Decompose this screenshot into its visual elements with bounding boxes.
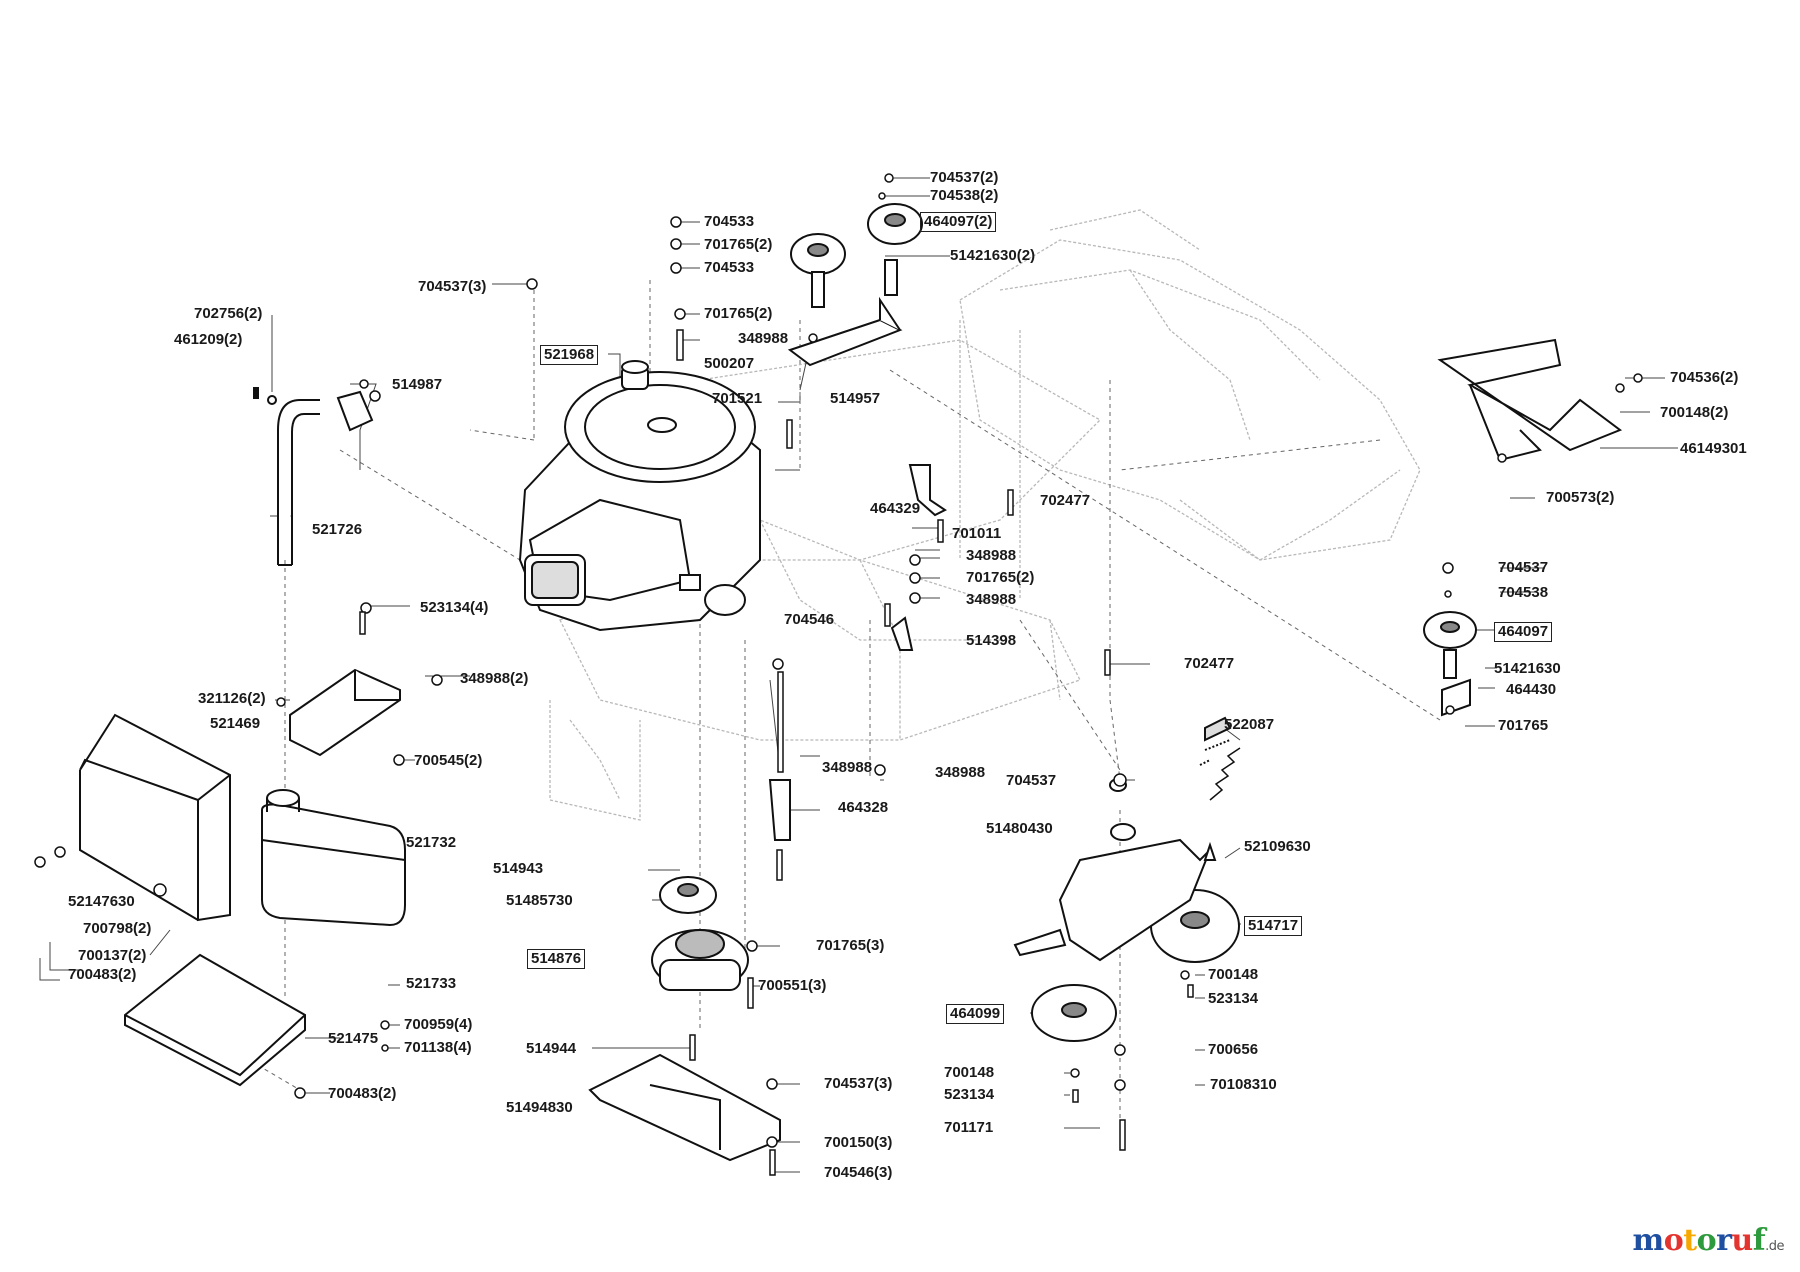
spring: [1209, 747, 1241, 801]
callout-704546: 704546: [784, 611, 835, 628]
callout-700483-2-b: 700483(2): [328, 1085, 397, 1102]
callout-700148-a: 700148: [1208, 966, 1259, 983]
callout-704537-3-b: 704537(3): [824, 1075, 893, 1092]
callout-514957: 514957: [830, 390, 881, 407]
callout-348988-2: 348988(2): [460, 670, 529, 687]
callout-701765: 701765: [1498, 717, 1549, 734]
callout-514876: 514876: [527, 949, 586, 969]
assembly-lines: [231, 280, 1441, 1120]
callout-700656: 700656: [1208, 1041, 1259, 1058]
callout-464097-2: 464097(2): [920, 212, 997, 232]
callout-51421630-2: 51421630(2): [950, 247, 1036, 264]
callout-521968: 521968: [540, 345, 599, 365]
idler-arm: [1013, 716, 1232, 962]
callout-51485730: 51485730: [506, 892, 573, 909]
callout-700137-2: 700137(2): [78, 947, 147, 964]
callout-702477-b: 702477: [1184, 655, 1235, 672]
callout-521733: 521733: [406, 975, 457, 992]
callout-702477-a: 702477: [1040, 492, 1091, 509]
callout-464328: 464328: [838, 799, 889, 816]
engine: [518, 360, 761, 632]
callout-701765-2-a: 701765(2): [704, 236, 773, 253]
bottom-plate: [124, 953, 306, 1087]
callout-464099: 464099: [946, 1004, 1005, 1024]
callout-700483-2-a: 700483(2): [68, 966, 137, 983]
callout-70108310: 70108310: [1210, 1076, 1277, 1093]
exhaust-pipe: [253, 387, 374, 566]
callout-700545-2: 700545(2): [414, 752, 483, 769]
callout-701011: 701011: [952, 525, 1002, 542]
callout-321126-2: 321126(2): [198, 690, 266, 707]
callout-700798-2: 700798(2): [83, 920, 152, 937]
callout-461209-2: 461209(2): [174, 331, 243, 348]
logo-text: motoruf: [1632, 1223, 1766, 1258]
right-bracket: [1437, 338, 1623, 462]
small-brackets: [768, 296, 1471, 841]
callout-51421630: 51421630: [1494, 660, 1561, 677]
callout-52109630: 52109630: [1244, 838, 1311, 855]
callout-700959-4: 700959(4): [404, 1016, 473, 1033]
callout-500207: 500207: [704, 355, 755, 372]
callout-704538: 704538: [1498, 584, 1549, 601]
muffler-bracket: [289, 668, 401, 757]
callout-700573-2: 700573(2): [1546, 489, 1615, 506]
callout-514398: 514398: [966, 632, 1017, 649]
callout-51494830: 51494830: [506, 1099, 573, 1116]
callout-523134-a: 523134: [1208, 990, 1259, 1007]
callout-464329: 464329: [870, 500, 921, 517]
callout-704537-2: 704537(2): [930, 169, 999, 186]
callout-348988-d: 348988: [822, 759, 873, 776]
fasteners: [34, 173, 1643, 1176]
heat-shield: [79, 713, 231, 922]
callout-704536-2: 704536(2): [1670, 369, 1739, 386]
callout-700551-3: 700551(3): [758, 977, 827, 994]
callout-523134-4: 523134(4): [420, 599, 489, 616]
callout-522087: 522087: [1224, 716, 1275, 733]
callout-701521: 701521: [712, 390, 763, 407]
callout-348988-c: 348988: [966, 591, 1017, 608]
callout-521726: 521726: [312, 521, 363, 538]
callout-704533-b: 704533: [704, 259, 755, 276]
callout-701138-4: 701138(4): [404, 1039, 472, 1056]
callout-701765-3: 701765(3): [816, 937, 885, 954]
callout-704546-3: 704546(3): [824, 1164, 893, 1181]
callout-523134-b: 523134: [944, 1086, 995, 1103]
callout-521469: 521469: [210, 715, 261, 732]
callout-700148-2: 700148(2): [1660, 404, 1729, 421]
callout-521475: 521475: [328, 1030, 379, 1047]
callout-514987: 514987: [392, 376, 443, 393]
callout-521732: 521732: [406, 834, 457, 851]
callout-704537-3-a: 704537(3): [418, 278, 487, 295]
callout-464430: 464430: [1506, 681, 1557, 698]
callout-51480430: 51480430: [986, 820, 1053, 837]
callout-46149301: 46149301: [1680, 440, 1747, 457]
logo-tld: .de: [1765, 1239, 1784, 1254]
clutch-bracket: [588, 1053, 781, 1162]
callout-704537: 704537: [1498, 559, 1549, 576]
callout-348988-b: 348988: [966, 547, 1017, 564]
motoruf-logo: motoruf.de: [1632, 1223, 1784, 1258]
callout-701765-2-b: 701765(2): [704, 305, 773, 322]
callout-514717: 514717: [1244, 916, 1303, 936]
callout-704538-2: 704538(2): [930, 187, 999, 204]
callout-348988-a: 348988: [738, 330, 789, 347]
callout-52147630: 52147630: [68, 893, 135, 910]
callout-702756-2: 702756(2): [194, 305, 263, 322]
callout-704537-b: 704537: [1006, 772, 1057, 789]
callout-704533-a: 704533: [704, 213, 755, 230]
callout-700150-3: 700150(3): [824, 1134, 893, 1151]
callout-514944: 514944: [526, 1040, 577, 1057]
callout-701765-2-c: 701765(2): [966, 569, 1035, 586]
callout-464097: 464097: [1494, 622, 1553, 642]
callout-348988-e: 348988: [935, 764, 986, 781]
pulleys: [651, 203, 1477, 1042]
muffler: [261, 789, 406, 927]
callout-701171: 701171: [944, 1119, 994, 1136]
callout-700148-b: 700148: [944, 1064, 995, 1081]
callout-514943: 514943: [493, 860, 544, 877]
